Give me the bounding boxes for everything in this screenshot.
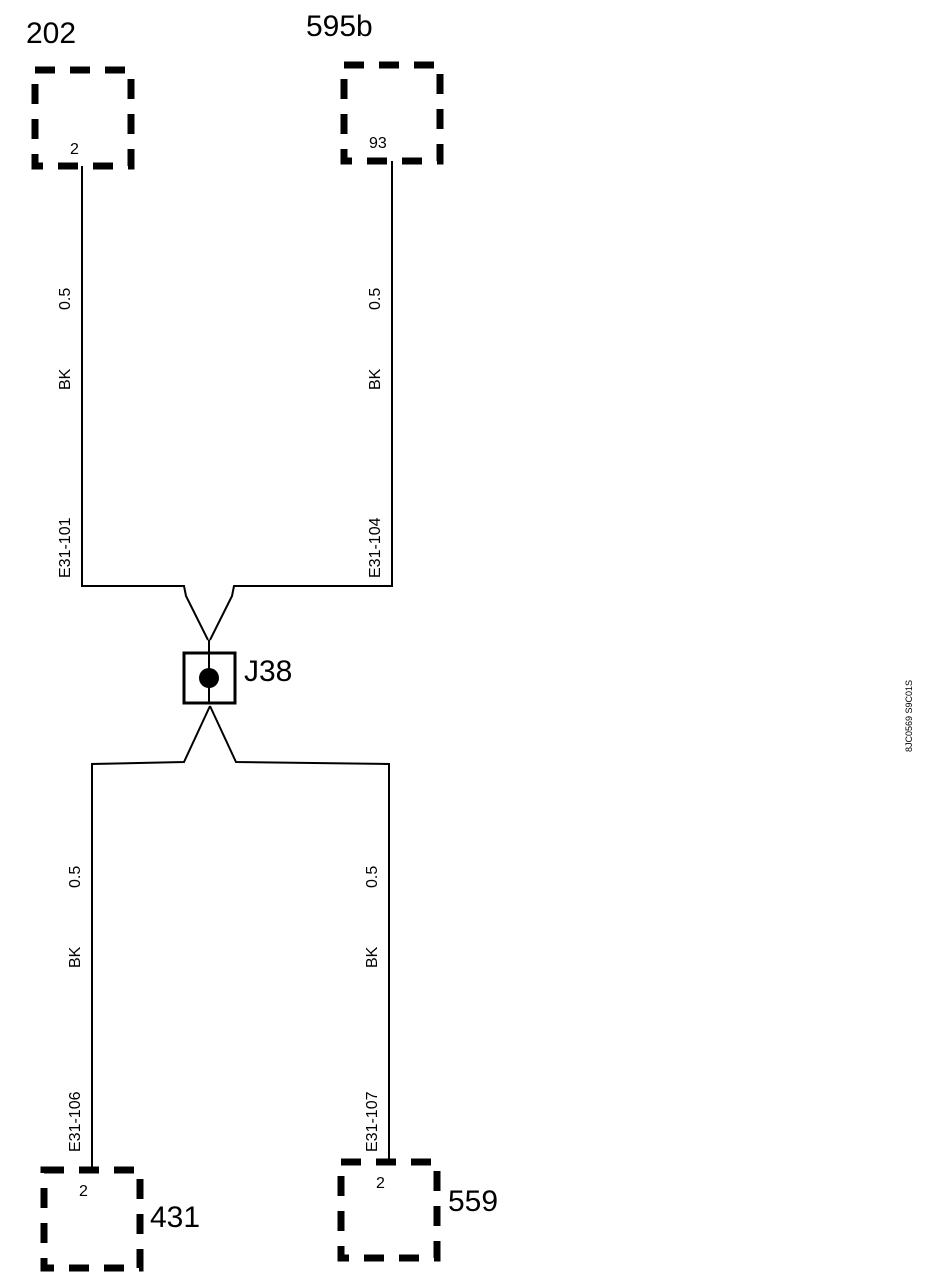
component-559-label: 559 (448, 1185, 498, 1218)
wire-e31-101-circuit: E31-101 (57, 517, 74, 578)
component-595b-pin: 93 (369, 135, 387, 152)
component-202-box (31, 66, 135, 170)
wire-e31-107-circuit: E31-107 (364, 1091, 381, 1152)
splice-j38-label: J38 (244, 655, 292, 688)
component-559-box (337, 1158, 441, 1262)
wire-e31-106-color: BK (67, 946, 84, 968)
wire-e31-107-color: BK (364, 946, 381, 968)
splice-j38-dot (199, 668, 219, 688)
wire-e31-106[interactable]: 0.5 BK E31-106 (67, 705, 211, 1165)
wire-e31-104-color: BK (367, 368, 384, 390)
component-431-pin: 2 (79, 1183, 88, 1200)
wire-e31-101-color: BK (57, 368, 74, 390)
wire-e31-104[interactable]: 0.5 BK E31-104 (209, 165, 393, 641)
wire-e31-104-size: 0.5 (367, 288, 384, 310)
component-202[interactable]: 202 2 (26, 17, 135, 170)
wire-e31-104-path (209, 165, 393, 641)
component-595b[interactable]: 595b 93 (306, 10, 444, 165)
component-202-label: 202 (26, 17, 76, 50)
wire-e31-107-size: 0.5 (364, 866, 381, 888)
component-595b-label: 595b (306, 10, 373, 43)
component-559[interactable]: 559 2 (337, 1158, 498, 1262)
wire-e31-106-path (91, 705, 211, 1165)
component-559-pin: 2 (376, 1175, 385, 1192)
component-431-label: 431 (150, 1201, 200, 1234)
wire-e31-101[interactable]: 0.5 BK E31-101 (57, 170, 209, 641)
wire-e31-106-size: 0.5 (67, 866, 84, 888)
component-431[interactable]: 431 2 (40, 1166, 200, 1272)
component-202-pin: 2 (70, 141, 79, 158)
component-595b-box (340, 61, 444, 165)
wire-e31-101-path (81, 170, 209, 641)
splice-j38[interactable]: J38 (182, 640, 292, 705)
figure-id: 8JC0569 S9C01S (904, 680, 914, 752)
component-431-box (40, 1166, 144, 1272)
wire-e31-107-path (209, 705, 390, 1155)
wire-e31-104-circuit: E31-104 (367, 517, 384, 578)
wire-e31-101-size: 0.5 (57, 288, 74, 310)
wire-e31-106-circuit: E31-106 (67, 1091, 84, 1152)
wire-e31-107[interactable]: 0.5 BK E31-107 (209, 705, 390, 1155)
